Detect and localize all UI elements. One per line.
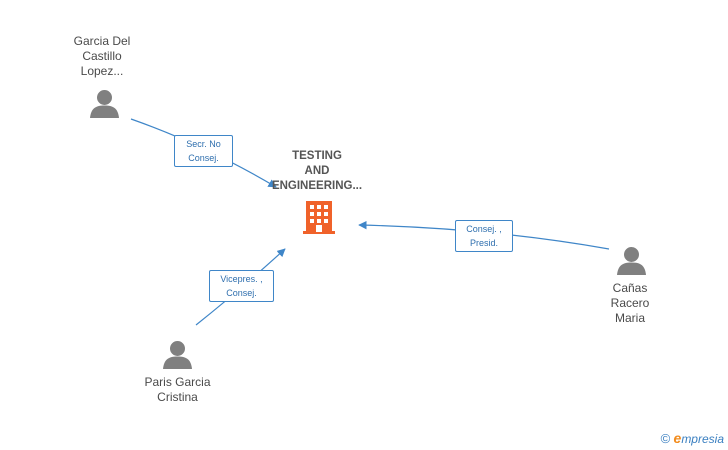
person-icon[interactable] [163,340,192,369]
relation-label-canas: Consej. , Presid. [455,220,513,252]
copyright-icon: © [660,431,671,446]
person-name-garcia[interactable]: Garcia Del Castillo Lopez... [73,34,131,78]
person-name-paris[interactable]: Paris Garcia Cristina [144,375,211,404]
brand-e: e [673,430,682,446]
brand-text: mpresia [681,432,724,446]
person-name-canas[interactable]: Cañas Racero Maria [610,281,650,325]
company-name[interactable]: TESTING AND ENGINEERING... [271,150,363,192]
person-icon[interactable] [90,89,119,118]
relation-label-paris: Vicepres. , Consej. [209,270,274,302]
brand-logo[interactable]: © empresia [661,430,724,446]
building-icon[interactable] [303,200,335,234]
relation-label-garcia: Secr. No Consej. [174,135,233,167]
person-icon[interactable] [617,246,646,275]
